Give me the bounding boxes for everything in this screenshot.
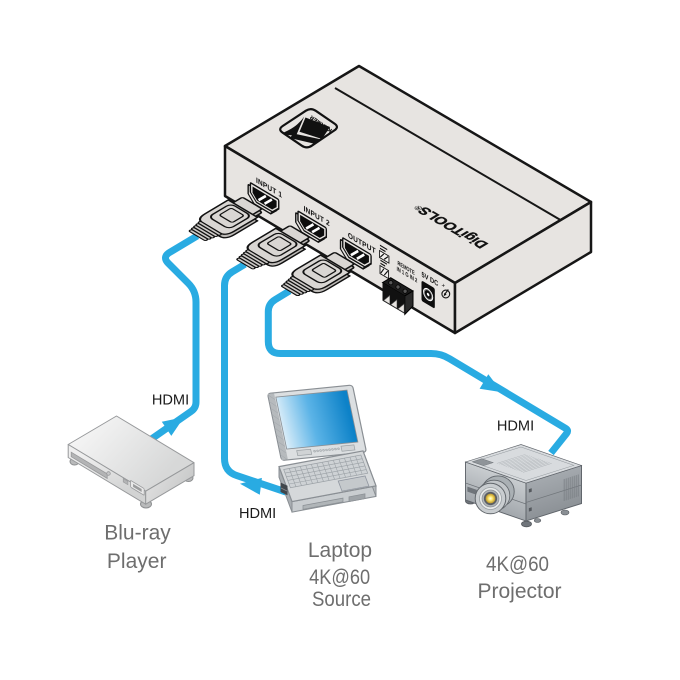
svg-text:HDMI: HDMI bbox=[152, 392, 189, 408]
svg-text:Blu-ray: Blu-ray bbox=[104, 521, 171, 544]
svg-text:Player: Player bbox=[107, 550, 167, 573]
svg-text:Projector: Projector bbox=[477, 580, 561, 603]
svg-text:HDMI: HDMI bbox=[497, 419, 534, 435]
svg-text:+: + bbox=[442, 284, 446, 290]
svg-text:Laptop: Laptop bbox=[308, 539, 372, 562]
svg-text:Source: Source bbox=[312, 588, 371, 611]
svg-text:®: ® bbox=[411, 204, 426, 213]
svg-text:4K@60: 4K@60 bbox=[309, 566, 370, 589]
svg-text:4K@60: 4K@60 bbox=[486, 553, 549, 576]
svg-text:HDMI: HDMI bbox=[239, 506, 276, 522]
